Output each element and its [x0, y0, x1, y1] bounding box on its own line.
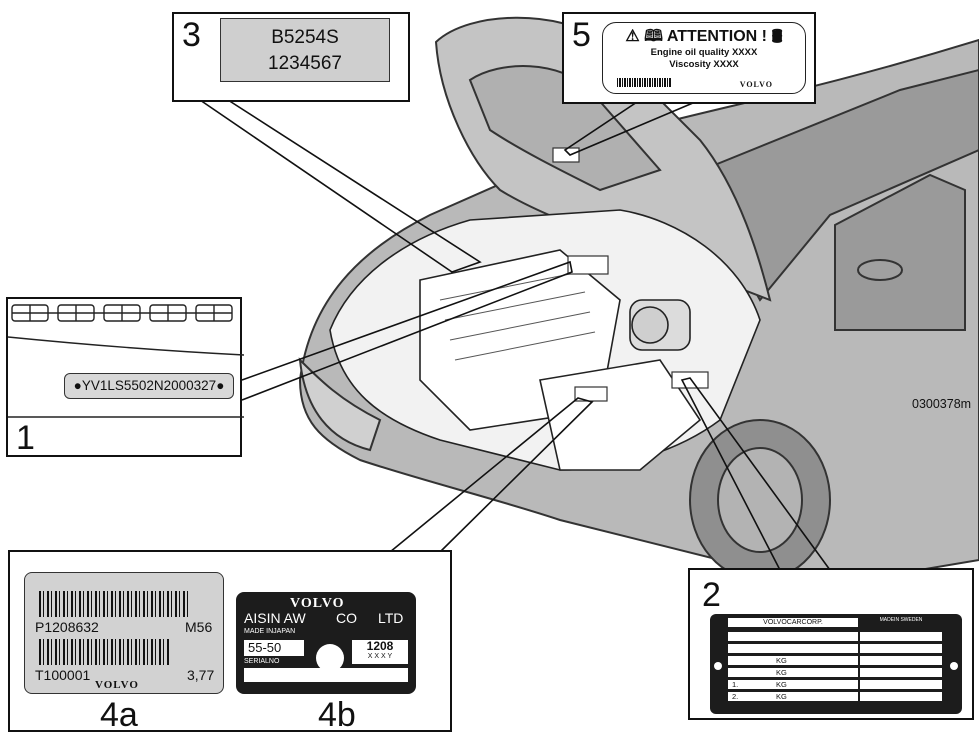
oil-can-icon: 🛢: [771, 28, 783, 45]
code-sub: X X X Y: [367, 653, 393, 660]
windshield-wiper-grille: [8, 304, 244, 418]
callout-number: 2: [702, 576, 721, 614]
serial-label: SERIALNO: [244, 658, 280, 665]
brand-logo: VOLVO: [290, 596, 345, 611]
plate-header-left: VOLVOCARCORP.: [728, 618, 858, 627]
leader-5: [563, 99, 701, 156]
attention-title: ⚠ 🕮 ATTENTION ! 🛢: [625, 28, 783, 45]
plate-row-kg: KG: [728, 668, 858, 677]
made-in: MADE INJAPAN: [244, 628, 296, 635]
engine-serial: 1234567: [268, 53, 342, 74]
gearbox-tag-4b: VOLVO AISIN AW CO LTD MADE INJAPAN 55-50…: [236, 592, 416, 694]
plate-header-right: MADEIN SWEDEN: [879, 617, 923, 623]
side-mirror: [857, 259, 903, 281]
rivet-icon: ●: [73, 378, 82, 393]
plate-row-right: [860, 692, 942, 701]
engine-type: B5254S: [271, 27, 339, 48]
maker-co: CO: [336, 610, 357, 626]
maker-name: AISIN AW: [244, 610, 306, 626]
plate-row-axle1: 1. KG: [728, 680, 858, 689]
manual-book-icon: 🕮: [644, 28, 663, 45]
barcode-icon: [39, 591, 189, 617]
vin-number: YV1LS5502N2000327: [81, 378, 217, 393]
plate-row-right: [860, 668, 942, 677]
callout-number-4a: 4a: [100, 696, 138, 734]
callout-number-4b: 4b: [318, 696, 356, 734]
model-number: 55-50: [244, 640, 304, 656]
callout-number: 5: [572, 16, 591, 54]
callout-vin: ●YV1LS5502N2000327● 1: [6, 297, 244, 457]
brand-logo: VOLVO: [739, 80, 773, 89]
plate-row-right: [860, 632, 942, 641]
warning-triangle-icon: ⚠: [625, 28, 640, 45]
part-code: M56: [185, 619, 213, 635]
serial-field: [244, 668, 408, 682]
leader-3: [199, 99, 482, 273]
windshield: [688, 68, 979, 302]
tag-serial: T100001: [35, 667, 91, 683]
leader-2: [680, 377, 831, 571]
callout-type-plate: 2 VOLVOCARCORP. MADEIN SWEDEN KG KG 1. K…: [688, 568, 974, 720]
patch-5: [552, 147, 580, 163]
plate-row-axle2: 2. KG: [728, 692, 858, 701]
callout-number: 1: [16, 419, 35, 457]
maker-ltd: LTD: [378, 610, 404, 626]
callout-engine-number: 3 B5254S 1234567: [172, 12, 410, 102]
callout-gearbox-tags: P1208632 M56 T100001 3,77 VOLVO 4a VOLVO…: [8, 550, 452, 732]
rivet-icon: [714, 662, 722, 670]
code-box: 1208 X X X Y: [352, 640, 408, 664]
vehicle-type-plate: VOLVOCARCORP. MADEIN SWEDEN KG KG 1. KG …: [710, 614, 962, 714]
vin-plate: ●YV1LS5502N2000327●: [64, 373, 234, 399]
leader-4: [389, 397, 594, 553]
barcode-icon: [617, 78, 671, 87]
plate-row: [728, 632, 858, 641]
plate-row-right: [860, 680, 942, 689]
callout-number: 3: [182, 16, 201, 54]
part-number: P1208632: [35, 619, 99, 635]
patch-vin: [567, 255, 609, 275]
gearbox-tag-4a: P1208632 M56 T100001 3,77 VOLVO: [24, 572, 224, 694]
stamp-circle: [316, 644, 344, 672]
gear-ratio: 3,77: [187, 667, 215, 683]
callout-oil-label: 5 ⚠ 🕮 ATTENTION ! 🛢 Engine oil quality X…: [562, 12, 816, 104]
plate-row-right: [860, 656, 942, 665]
code-number: 1208: [366, 639, 394, 653]
plate-row: [728, 644, 858, 653]
engine-plate: B5254S 1234567: [220, 18, 390, 82]
rivet-icon: ●: [216, 378, 225, 393]
open-hood: [434, 16, 772, 302]
leader-1: [241, 260, 573, 401]
side-window: [834, 173, 966, 331]
oil-quality-line: Engine oil quality XXXX: [650, 47, 758, 58]
plate-row-kg: KG: [728, 656, 858, 665]
patch-2: [671, 371, 709, 389]
rivet-icon: [950, 662, 958, 670]
oil-attention-label: ⚠ 🕮 ATTENTION ! 🛢 Engine oil quality XXX…: [602, 22, 806, 94]
plate-row-right: [860, 644, 942, 653]
barcode-icon: [39, 639, 169, 665]
brand-logo: VOLVO: [95, 679, 139, 691]
figure-code: 0300378m: [912, 397, 972, 411]
viscosity-line: Viscosity XXXX: [669, 59, 739, 70]
